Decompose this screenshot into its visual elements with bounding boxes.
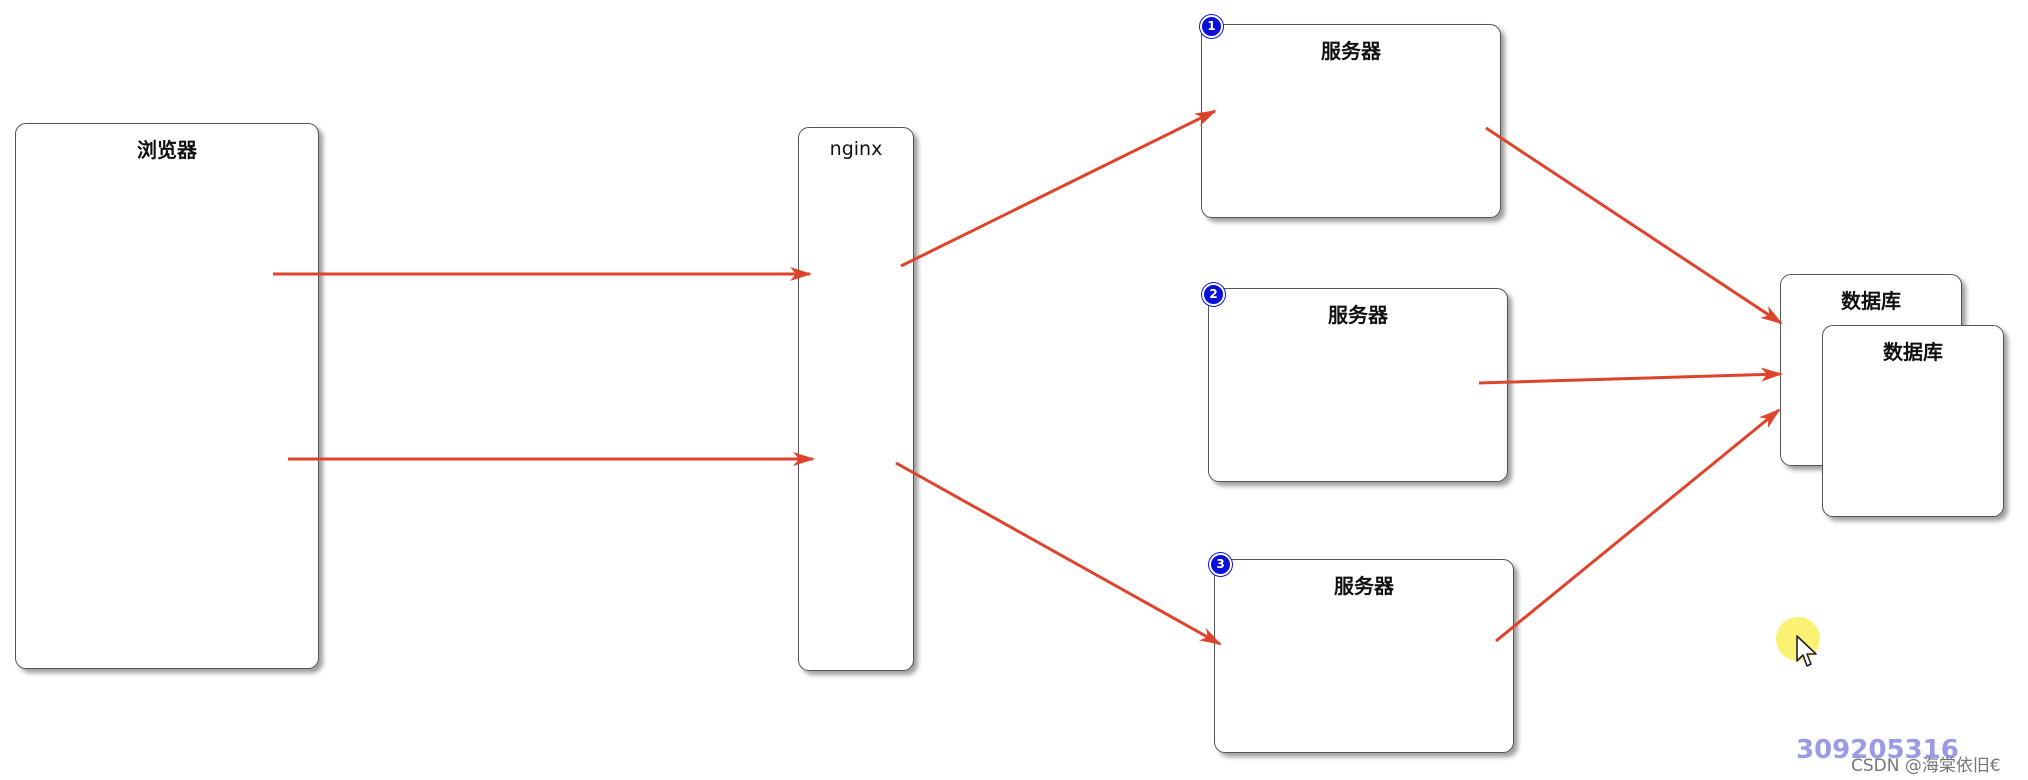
server-label-2: 服务器: [1328, 303, 1388, 327]
server-badge-2: 2: [1202, 283, 1225, 306]
browser-box: 浏览器: [15, 123, 319, 669]
database-box-front: 数据库: [1822, 325, 2004, 517]
arrow-nginx-to-server-1: [900, 109, 1217, 268]
cursor-arrow-icon: [1796, 635, 1817, 667]
arrow-server-2-to-database: [1478, 367, 1783, 385]
database-label-front: 数据库: [1883, 340, 1943, 364]
watermark-number: 309205316: [1796, 735, 1959, 765]
nginx-box: nginx: [798, 127, 914, 671]
arrow-server-3-to-database: [1495, 408, 1781, 643]
browser-label: 浏览器: [137, 138, 197, 162]
server-badge-1: 1: [1200, 15, 1223, 38]
arrow-nginx-to-server-3: [895, 461, 1222, 646]
server-label-1: 服务器: [1321, 39, 1381, 63]
database-label-back: 数据库: [1841, 289, 1901, 313]
server-box-3: 服务器: [1214, 559, 1514, 753]
mouse-cursor: [1776, 617, 1820, 667]
server-box-2: 服务器: [1208, 288, 1508, 482]
watermark-text: CSDN @海棠依旧€: [1851, 756, 2001, 776]
nginx-label: nginx: [829, 138, 883, 160]
server-badge-3: 3: [1209, 553, 1232, 576]
arrow-server-1-to-database: [1485, 126, 1783, 325]
server-box-1: 服务器: [1201, 24, 1501, 218]
server-label-3: 服务器: [1334, 574, 1394, 598]
